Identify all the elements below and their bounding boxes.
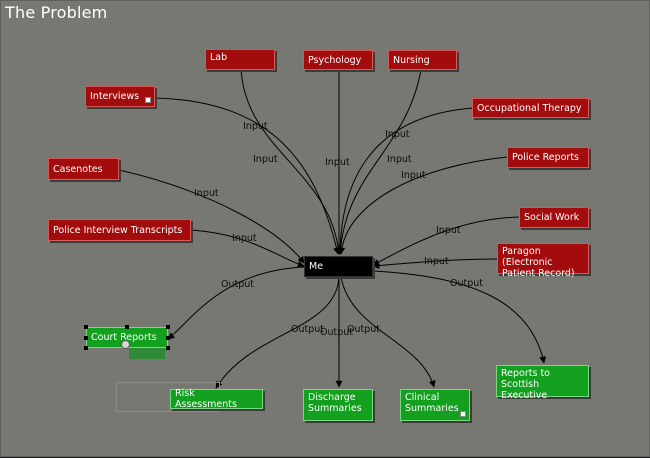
edge-label-output: Output (320, 327, 353, 338)
node-label: Clinical Summaries (405, 392, 459, 414)
node-label: Me (309, 261, 324, 272)
edge-label-output: Output (291, 324, 324, 335)
selection-handle[interactable] (84, 336, 88, 340)
edge-court-reports (167, 266, 305, 340)
node-clinical-summaries[interactable]: Clinical Summaries (400, 389, 470, 421)
edge-nursing (336, 69, 422, 255)
edge-lab (240, 68, 342, 255)
node-me[interactable]: Me (304, 256, 373, 277)
edge-label-input: Input (436, 225, 461, 236)
node-label: Lab (210, 52, 228, 63)
resize-corner-icon[interactable] (145, 97, 151, 103)
node-social-work[interactable]: Social Work (519, 207, 589, 228)
node-paragon[interactable]: Paragon (Electronic Patient Record) (497, 243, 589, 279)
edge-casenotes (118, 169, 305, 264)
edge-scottish-executive (372, 270, 547, 364)
node-label: Psychology (308, 54, 362, 66)
selection-handle[interactable] (166, 346, 170, 350)
edge-label-input: Input (325, 157, 350, 168)
edge-label-input: Input (424, 256, 449, 267)
edge-clinical-summaries (340, 276, 436, 388)
edge-label-input: Input (385, 129, 410, 140)
edge-paragon (372, 258, 498, 269)
node-police-interview-transcripts[interactable]: Police Interview Transcripts (48, 219, 191, 241)
node-discharge-summaries[interactable]: Discharge Summaries (303, 389, 373, 421)
node-label: Court Reports (91, 332, 157, 343)
edge-risk-assessments (215, 276, 340, 389)
node-police-reports[interactable]: Police Reports (507, 147, 589, 168)
node-label: Police Interview Transcripts (53, 224, 183, 236)
node-label: Social Work (524, 212, 580, 223)
node-label: Police Reports (512, 152, 580, 163)
edge-police-interview (190, 229, 305, 268)
node-label: Risk Assessments (175, 388, 237, 410)
edge-label-output: Output (450, 278, 483, 289)
edge-label-output: Output (221, 279, 254, 290)
node-occupational-therapy[interactable]: Occupational Therapy (472, 98, 589, 118)
drag-ghost (129, 347, 165, 359)
node-label: Reports to Scottish Executive (501, 368, 550, 401)
node-label: Interviews (90, 91, 140, 102)
node-label: Nursing (393, 54, 430, 66)
selection-handle[interactable] (166, 336, 170, 340)
edge-label-input: Input (194, 188, 219, 199)
edge-label-input: Input (243, 121, 268, 132)
node-risk-assessments[interactable]: Risk Assessments (170, 388, 263, 410)
selection-handle[interactable] (84, 346, 88, 350)
edge-label-output: Output (347, 324, 380, 335)
node-interviews[interactable]: Interviews (85, 86, 155, 107)
node-label: Casenotes (53, 163, 103, 175)
node-label: Paragon (Electronic Patient Record) (502, 246, 575, 279)
node-label: Occupational Therapy (477, 102, 582, 114)
node-reports-scottish-executive[interactable]: Reports to Scottish Executive (496, 365, 589, 401)
edge-occupational-therapy (336, 107, 474, 255)
node-label: Discharge Summaries (308, 392, 362, 414)
edge-social-work (372, 216, 520, 266)
edge-label-input: Input (401, 170, 426, 181)
selection-handle[interactable] (84, 325, 88, 329)
edge-label-input: Input (253, 154, 278, 165)
resize-corner-icon[interactable] (460, 411, 466, 417)
node-nursing[interactable]: Nursing (388, 50, 457, 70)
edge-police-reports (338, 156, 508, 255)
edge-interviews (154, 97, 340, 255)
node-lab[interactable]: Lab (205, 49, 275, 70)
edge-label-input: Input (387, 154, 412, 165)
node-casenotes[interactable]: Casenotes (48, 158, 119, 180)
cursor-icon (121, 340, 130, 349)
diagram-title: The Problem (5, 3, 108, 22)
selection-handle[interactable] (125, 325, 129, 329)
edge-label-input: Input (232, 233, 257, 244)
selection-handle[interactable] (166, 325, 170, 329)
node-psychology[interactable]: Psychology (303, 50, 373, 70)
